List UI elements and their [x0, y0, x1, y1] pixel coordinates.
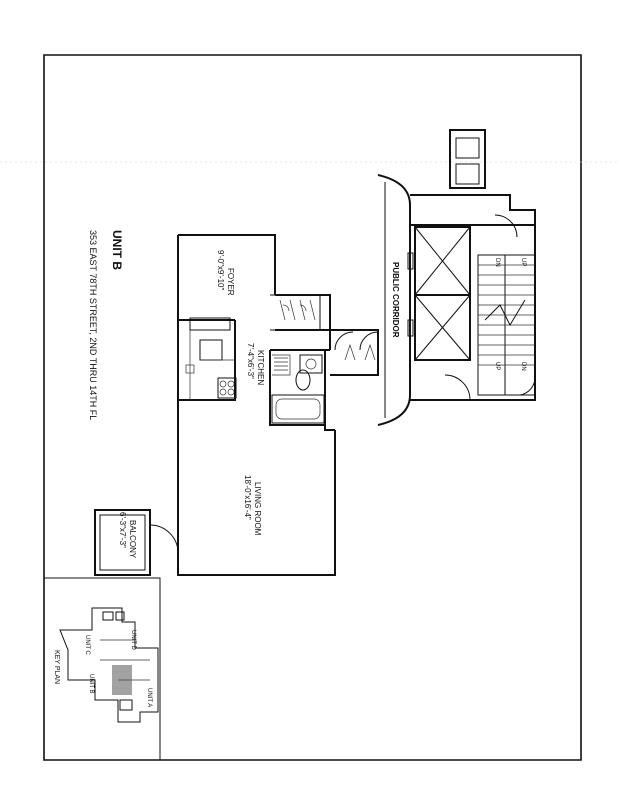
stair-dn-label-2: DN — [520, 362, 526, 371]
key-plan-unit-b: UNIT B — [88, 674, 94, 694]
balcony-label: BALCONY — [128, 520, 137, 559]
unit-walls — [94, 234, 379, 576]
key-plan-frame — [44, 577, 161, 760]
balcony-dims: 6'-3"x7'-3" — [118, 512, 127, 548]
kitchen-label: KITCHEN — [256, 350, 265, 385]
living-room-dims: 18'-0"x16'-4" — [243, 475, 252, 520]
unit-title: UNIT B — [110, 230, 124, 270]
public-corridor-label: PUBLIC CORRIDOR — [391, 262, 400, 338]
foyer-label: FOYER — [226, 268, 235, 296]
kitchen-dims: 7'-4"x6'-3" — [246, 343, 255, 379]
stair-up-label: UP — [520, 258, 526, 266]
stair-dn-label: DN — [494, 258, 500, 267]
balcony-door — [149, 524, 179, 554]
key-plan-title: KEY PLAN — [53, 650, 60, 684]
entry-doors — [334, 331, 379, 361]
foyer-dims: 9'-0"x9'-10" — [216, 250, 225, 290]
building-core — [377, 129, 536, 426]
key-plan-unit-a: UNIT A — [146, 688, 152, 707]
bathroom-fixtures — [271, 354, 325, 424]
sheet-border — [43, 54, 582, 761]
key-plan-unit-d: UNIT D — [130, 630, 136, 651]
kitchen-fixtures — [185, 317, 237, 400]
living-room-label: LIVING ROOM — [253, 482, 262, 536]
stair-up-label-2: UP — [494, 362, 500, 370]
foyer-closet — [270, 294, 321, 331]
key-plan-unit-c: UNIT C — [84, 635, 90, 656]
key-plan-diagram — [59, 607, 159, 723]
address-line: 353 EAST 78TH STREET, 2ND THRU 14TH FL — [88, 230, 98, 420]
